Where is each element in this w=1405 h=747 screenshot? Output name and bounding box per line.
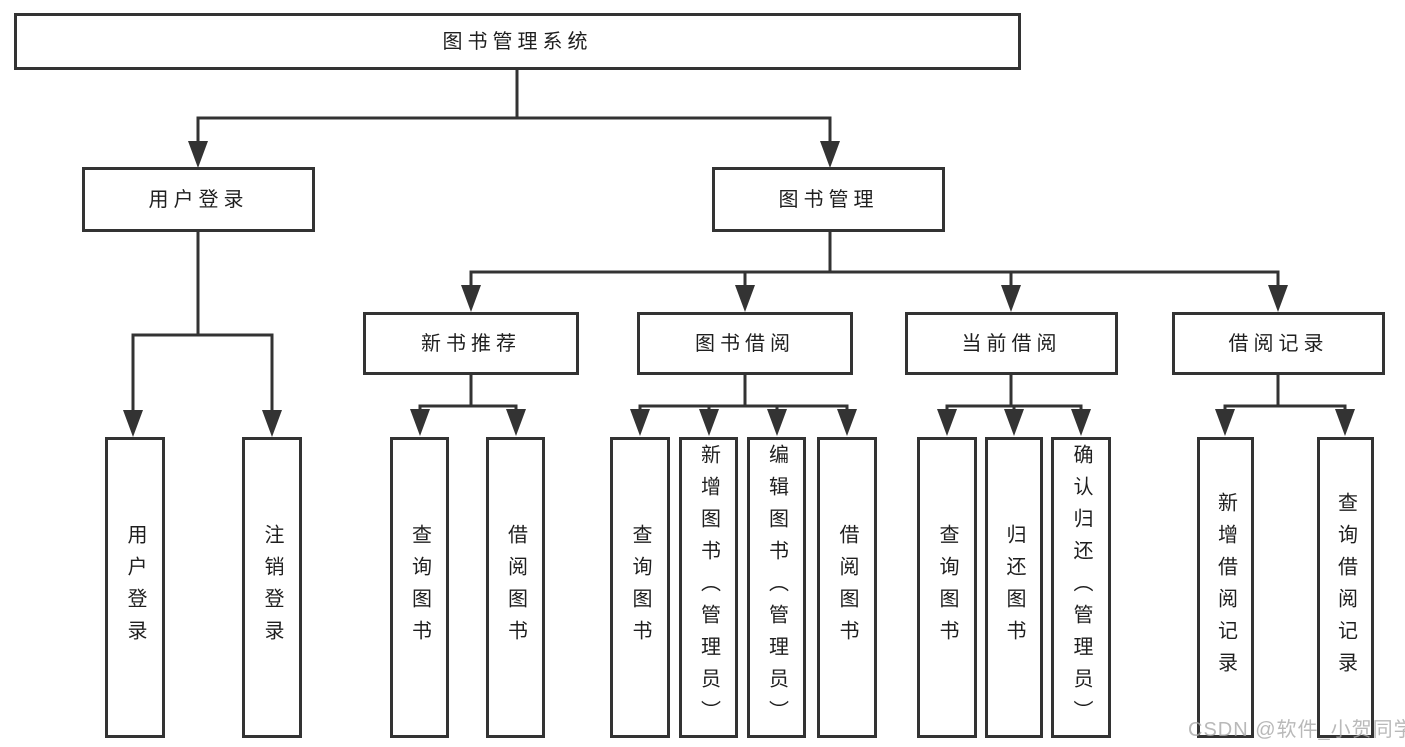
leaf-bb-query-books-label: 查询图书 bbox=[629, 523, 651, 652]
leaf-logout: 注销登录 bbox=[242, 437, 302, 738]
node-user-login-label: 用户登录 bbox=[148, 188, 249, 211]
node-book-borrowing-label: 图书借阅 bbox=[695, 332, 795, 355]
connector-new-book-recommend bbox=[410, 375, 526, 436]
leaf-cb-return-books: 归还图书 bbox=[985, 437, 1043, 738]
arrow-down-icon bbox=[937, 409, 1091, 436]
leaf-nb-borrow-books-label: 借阅图书 bbox=[504, 523, 527, 652]
connector-book-management bbox=[461, 232, 1288, 312]
leaf-bb-borrow-books: 借阅图书 bbox=[817, 437, 877, 738]
arrow-down-icon bbox=[630, 409, 857, 436]
leaf-br-query-record: 查询借阅记录 bbox=[1317, 437, 1374, 738]
leaf-nb-query-books-label: 查询图书 bbox=[408, 523, 431, 652]
node-user-login: 用户登录 bbox=[82, 167, 315, 232]
arrow-down-icon bbox=[461, 285, 1288, 312]
leaf-bb-add-books-admin-label: 新增图书（管理员） bbox=[697, 443, 720, 732]
leaf-bb-add-books-admin: 新增图书（管理员） bbox=[679, 437, 738, 738]
node-borrowing-records: 借阅记录 bbox=[1172, 312, 1385, 375]
leaf-nb-query-books: 查询图书 bbox=[390, 437, 449, 738]
leaf-cb-confirm-return-admin-label: 确认归还（管理员） bbox=[1070, 443, 1092, 732]
node-book-management: 图书管理 bbox=[712, 167, 945, 232]
connector-user-login bbox=[123, 232, 282, 437]
node-borrowing-records-label: 借阅记录 bbox=[1228, 332, 1329, 355]
leaf-user-login: 用户登录 bbox=[105, 437, 165, 738]
node-current-borrowing: 当前借阅 bbox=[905, 312, 1118, 375]
connector-book-borrowing bbox=[630, 375, 857, 436]
connector-borrowing-records bbox=[1215, 375, 1355, 436]
leaf-bb-edit-books-admin: 编辑图书（管理员） bbox=[747, 437, 806, 738]
watermark: CSDN @软件_小贺同学 bbox=[1188, 719, 1405, 741]
leaf-bb-borrow-books-label: 借阅图书 bbox=[836, 523, 858, 652]
leaf-bb-query-books: 查询图书 bbox=[610, 437, 670, 738]
node-current-borrowing-label: 当前借阅 bbox=[961, 332, 1062, 355]
connector-root bbox=[188, 70, 840, 168]
leaf-cb-return-books-label: 归还图书 bbox=[1003, 523, 1025, 652]
node-book-management-label: 图书管理 bbox=[778, 188, 879, 211]
leaf-cb-query-books-label: 查询图书 bbox=[936, 523, 958, 652]
arrow-down-icon bbox=[1215, 409, 1355, 436]
leaf-cb-confirm-return-admin: 确认归还（管理员） bbox=[1051, 437, 1111, 738]
leaf-nb-borrow-books: 借阅图书 bbox=[486, 437, 545, 738]
leaf-logout-label: 注销登录 bbox=[261, 523, 283, 652]
leaf-bb-edit-books-admin-label: 编辑图书（管理员） bbox=[765, 443, 788, 732]
node-root: 图书管理系统 bbox=[14, 13, 1021, 70]
node-new-book-recommend-label: 新书推荐 bbox=[421, 332, 521, 355]
node-root-label: 图书管理系统 bbox=[442, 30, 593, 53]
arrow-down-icon bbox=[410, 409, 526, 436]
node-book-borrowing: 图书借阅 bbox=[637, 312, 853, 375]
leaf-br-query-record-label: 查询借阅记录 bbox=[1334, 491, 1357, 684]
leaf-user-login-label: 用户登录 bbox=[124, 523, 146, 652]
node-new-book-recommend: 新书推荐 bbox=[363, 312, 579, 375]
leaf-br-add-record-label: 新增借阅记录 bbox=[1214, 491, 1237, 684]
arrow-down-icon bbox=[188, 141, 840, 168]
connector-current-borrowing bbox=[937, 375, 1091, 436]
arrow-down-icon bbox=[123, 410, 282, 437]
leaf-br-add-record: 新增借阅记录 bbox=[1197, 437, 1254, 738]
leaf-cb-query-books: 查询图书 bbox=[917, 437, 977, 738]
